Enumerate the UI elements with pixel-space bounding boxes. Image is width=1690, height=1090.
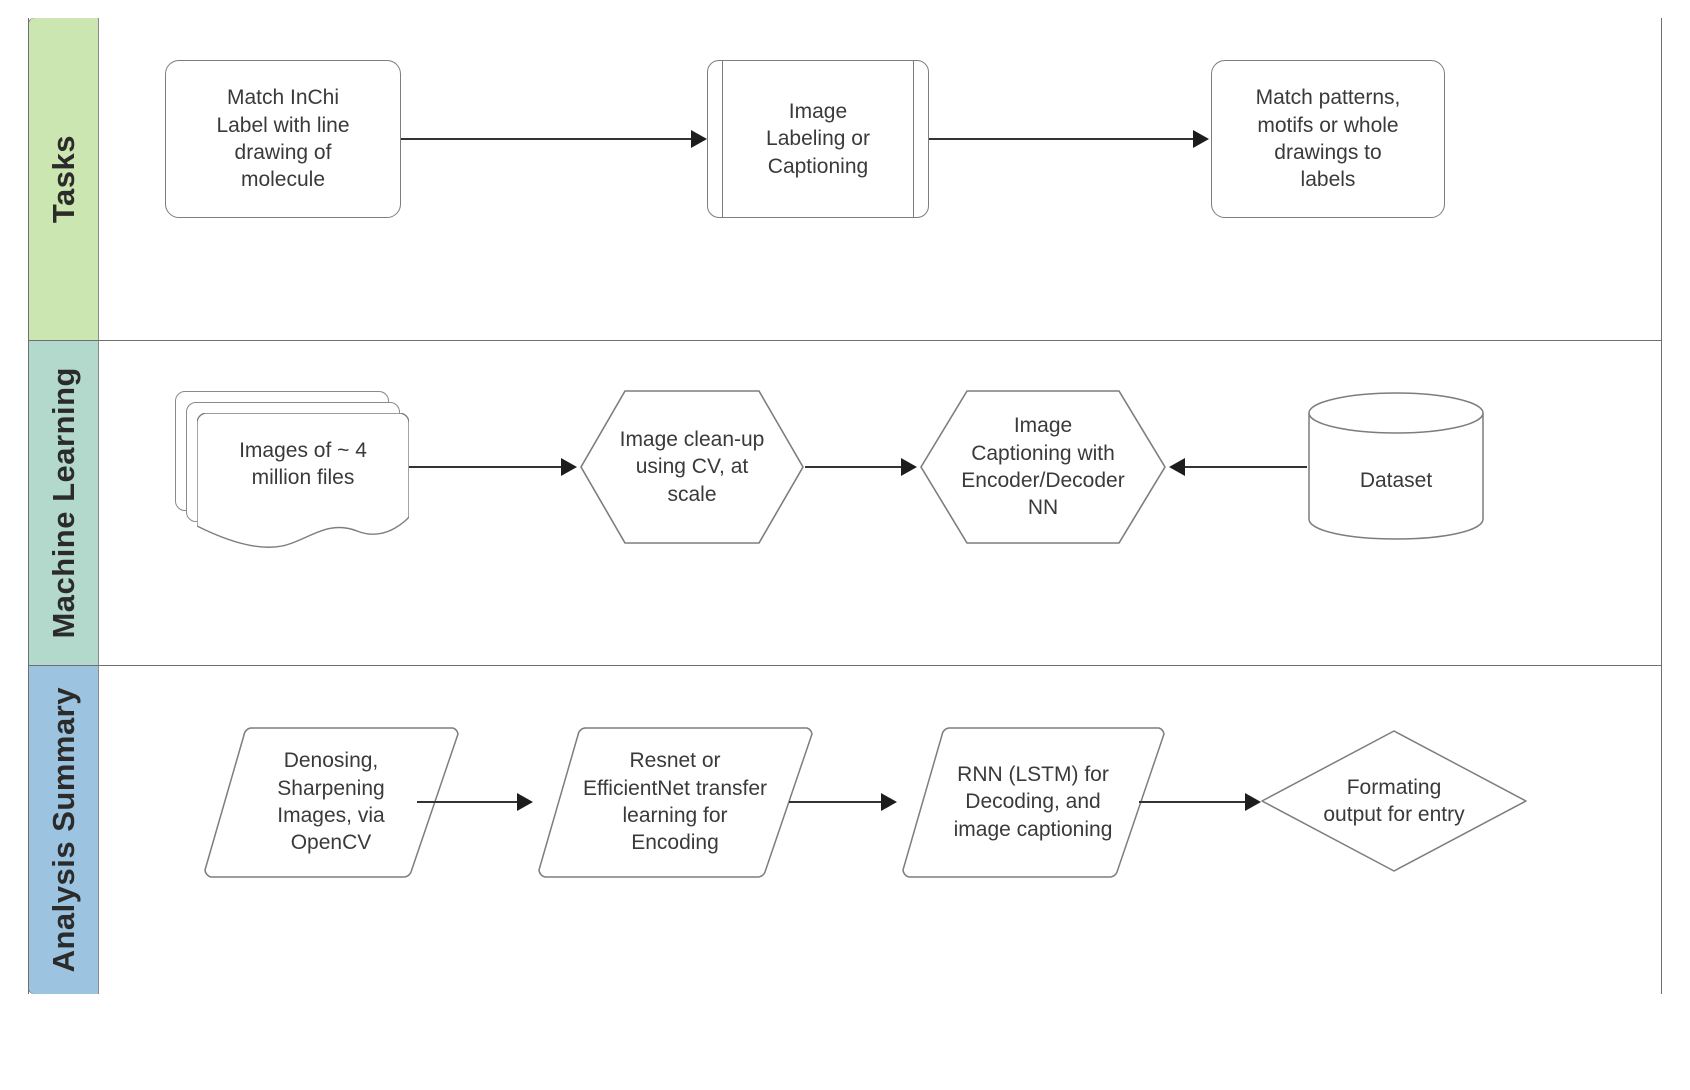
- node-match-inchi-label: Match InChi Label with line drawing of m…: [216, 86, 350, 192]
- swimlane-analysis-summary: Analysis Summary Denosing, Sharpening Im…: [28, 666, 1662, 994]
- cylinder-shape: [1308, 392, 1484, 540]
- lane-header-tasks: Tasks: [29, 18, 99, 340]
- arrow-ml-2: [901, 458, 917, 476]
- arrow-as-1: [517, 793, 533, 811]
- arrow-ml-1: [561, 458, 577, 476]
- node-image-labeling[interactable]: Image Labeling or Captioning: [707, 60, 929, 218]
- lane-label-machine-learning: Machine Learning: [45, 367, 81, 639]
- node-image-cleanup[interactable]: Image clean-up using CV, at scale: [579, 389, 805, 545]
- connector-as-2: [789, 801, 881, 803]
- connector-as-1: [417, 801, 517, 803]
- connector-ml-1: [409, 466, 561, 468]
- node-dataset[interactable]: Dataset: [1307, 391, 1485, 541]
- node-formatting-output[interactable]: Formating output for entry: [1259, 728, 1529, 874]
- connector-tasks-2: [929, 138, 1193, 140]
- lane-label-analysis-summary: Analysis Summary: [45, 687, 81, 973]
- swimlane-tasks: Tasks Match InChi Label with line drawin…: [28, 18, 1662, 340]
- parallelogram-shape: [538, 727, 813, 878]
- diamond-shape: [1261, 730, 1527, 872]
- hexagon-shape: [920, 390, 1166, 544]
- lane-header-analysis-summary: Analysis Summary: [29, 666, 99, 994]
- node-match-patterns-label: Match patterns, motifs or whole drawings…: [1255, 86, 1401, 192]
- lane-header-machine-learning: Machine Learning: [29, 341, 99, 665]
- lane-body-tasks: Match InChi Label with line drawing of m…: [99, 18, 1661, 340]
- document-wave-shape: [197, 413, 409, 548]
- node-rnn-lstm[interactable]: RNN (LSTM) for Decoding, and image capti…: [897, 724, 1169, 880]
- arrow-as-2: [881, 793, 897, 811]
- node-match-patterns[interactable]: Match patterns, motifs or whole drawings…: [1211, 60, 1445, 218]
- arrow-tasks-2: [1193, 130, 1209, 148]
- node-match-inchi[interactable]: Match InChi Label with line drawing of m…: [165, 60, 401, 218]
- parallelogram-shape: [902, 727, 1165, 878]
- hexagon-shape: [580, 390, 804, 544]
- node-transfer-learning[interactable]: Resnet or EfficientNet transfer learning…: [533, 724, 817, 880]
- doc-sheet-front: Images of ~ 4 million files: [197, 413, 409, 553]
- arrow-as-3: [1245, 793, 1261, 811]
- parallelogram-shape: [204, 727, 459, 878]
- lane-label-tasks: Tasks: [45, 134, 81, 224]
- connector-tasks-1: [401, 138, 691, 140]
- lane-body-analysis-summary: Denosing, Sharpening Images, via OpenCV …: [99, 666, 1661, 994]
- arrow-tasks-1: [691, 130, 707, 148]
- node-images-files[interactable]: Images of ~ 4 million files: [175, 391, 425, 553]
- connector-as-3: [1139, 801, 1245, 803]
- swimlane-machine-learning: Machine Learning Images of ~ 4 million f…: [28, 341, 1662, 665]
- connector-ml-2: [805, 466, 901, 468]
- lane-body-machine-learning: Images of ~ 4 million files Image clean-…: [99, 341, 1661, 665]
- connector-ml-3: [1185, 466, 1307, 468]
- node-image-captioning-nn[interactable]: Image Captioning with Encoder/Decoder NN: [919, 389, 1167, 545]
- node-image-labeling-label: Image Labeling or Captioning: [766, 100, 870, 178]
- arrow-ml-3: [1169, 458, 1185, 476]
